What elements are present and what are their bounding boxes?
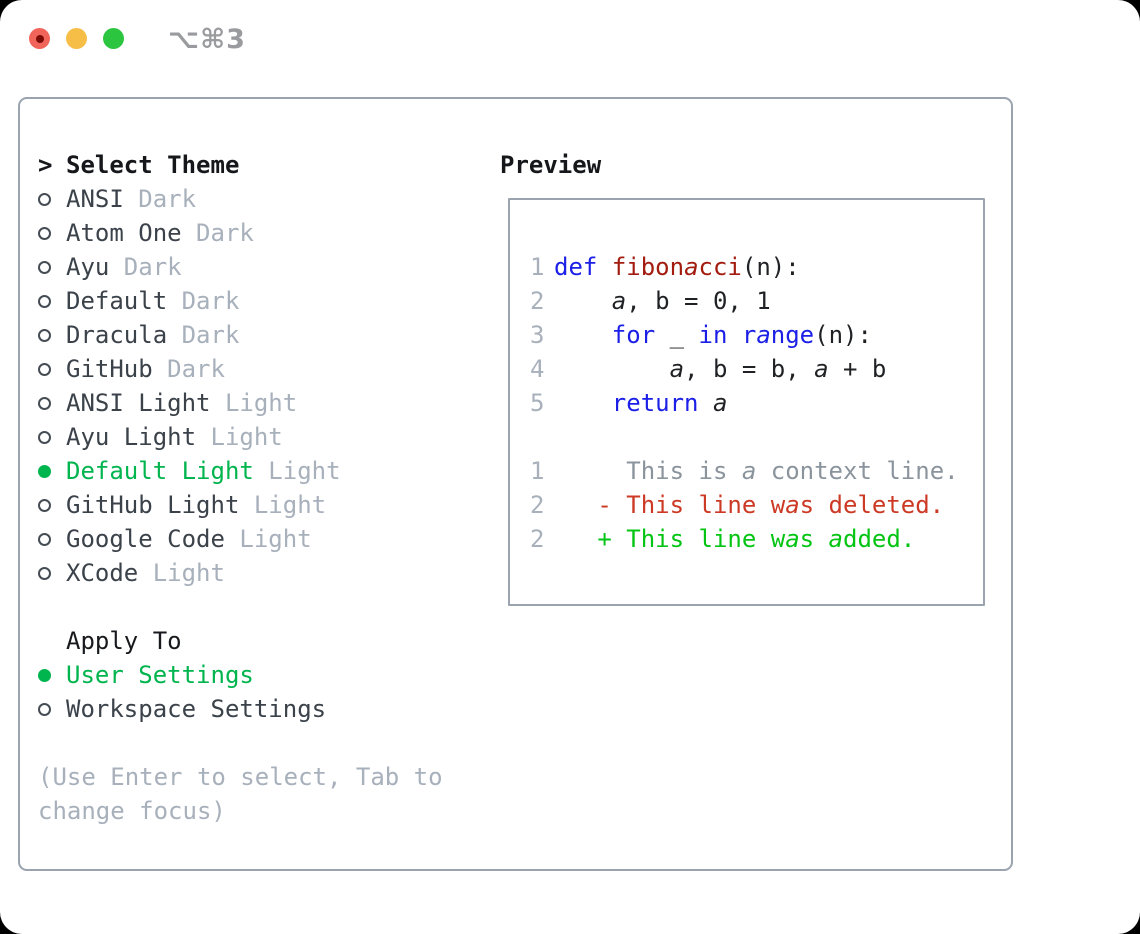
- line-number: 4: [530, 355, 545, 383]
- radio-icon: [38, 566, 51, 580]
- help-text: (Use Enter to select, Tab to change focu…: [38, 763, 443, 825]
- theme-option[interactable]: Default Light Light: [38, 454, 483, 488]
- line-content: return a: [611, 389, 728, 417]
- minimize-button[interactable]: [66, 28, 87, 49]
- line-number: 1: [530, 457, 545, 485]
- radio-icon: [38, 328, 51, 342]
- preview-line: 4 a, b = b, a + b: [530, 352, 983, 386]
- radio-icon: [38, 498, 51, 512]
- theme-option[interactable]: Atom One Dark: [38, 216, 483, 250]
- radio-icon: [38, 396, 51, 410]
- apply-to-title: Apply To: [66, 627, 182, 655]
- option-label: XCode: [66, 559, 139, 587]
- option-label: Atom One: [66, 219, 182, 247]
- variant-label: Dark: [167, 287, 240, 315]
- preview-line: 2 + This line was added.: [530, 522, 983, 556]
- radio-icon: [38, 362, 51, 376]
- theme-option[interactable]: Default Dark: [38, 284, 483, 318]
- radio-icon: [38, 702, 51, 716]
- variant-label: Light: [196, 423, 283, 451]
- line-content: for _ in range(n):: [611, 321, 872, 349]
- apply-option[interactable]: Workspace Settings: [38, 692, 483, 726]
- variant-label: Dark: [109, 253, 182, 281]
- zoom-button[interactable]: [103, 28, 124, 49]
- theme-option[interactable]: XCode Light: [38, 556, 483, 590]
- variant-label: Dark: [152, 355, 225, 383]
- variant-label: Light: [253, 457, 341, 485]
- preview-line: [530, 420, 983, 454]
- option-label: ANSI Light: [66, 389, 211, 417]
- variant-label: Light: [138, 559, 225, 587]
- radio-icon: [38, 260, 51, 274]
- theme-option[interactable]: Ayu Light Light: [38, 420, 483, 454]
- preview-line: 3 for _ in range(n):: [530, 318, 983, 352]
- line-content: a, b = 0, 1: [611, 287, 771, 315]
- theme-option[interactable]: GitHub Light Light: [38, 488, 483, 522]
- line-number: 2: [530, 491, 545, 519]
- line-number: 2: [530, 287, 545, 315]
- option-label: Default: [66, 287, 168, 315]
- radio-icon: [38, 192, 51, 206]
- option-label: ANSI: [66, 185, 124, 213]
- option-label: GitHub Light: [66, 491, 240, 519]
- window-title: ⌥⌘3: [168, 24, 246, 55]
- line-content: a, b = b, a + b: [669, 355, 887, 383]
- preview-line: 1 def fibonacci(n):: [530, 250, 983, 284]
- theme-list-header: > Select Theme: [38, 148, 483, 182]
- preview-line: 5 return a: [530, 386, 983, 420]
- line-number: 1: [530, 253, 545, 281]
- line-content: This is a context line.: [554, 457, 959, 485]
- option-label: Ayu: [66, 253, 110, 281]
- line-content: + This line was added.: [554, 525, 916, 553]
- option-label: Default Light: [66, 457, 254, 485]
- radio-icon: [38, 226, 51, 240]
- option-label: User Settings: [66, 661, 254, 689]
- variant-label: Light: [224, 525, 312, 553]
- theme-option[interactable]: Ayu Dark: [38, 250, 483, 284]
- radio-selected-icon: [38, 668, 51, 682]
- theme-option[interactable]: GitHub Dark: [38, 352, 483, 386]
- theme-option[interactable]: ANSI Light Light: [38, 386, 483, 420]
- theme-list-title: Select Theme: [66, 151, 240, 179]
- radio-icon: [38, 430, 51, 444]
- option-label: Dracula: [66, 321, 168, 349]
- selection-chevron-icon: >: [38, 151, 53, 179]
- radio-icon: [38, 294, 51, 308]
- theme-option[interactable]: Google Code Light: [38, 522, 483, 556]
- theme-option[interactable]: Dracula Dark: [38, 318, 483, 352]
- titlebar: ⌥⌘3: [0, 0, 1140, 76]
- close-button[interactable]: [29, 28, 50, 49]
- variant-label: Dark: [123, 185, 197, 213]
- radio-selected-icon: [38, 464, 51, 478]
- option-label: GitHub: [66, 355, 153, 383]
- preview-title: Preview: [500, 151, 602, 179]
- option-label: Ayu Light: [66, 423, 197, 451]
- option-label: Google Code: [66, 525, 225, 553]
- variant-label: Light: [210, 389, 298, 417]
- line-number: 3: [530, 321, 545, 349]
- apply-to-header: Apply To: [38, 624, 483, 658]
- line-content: - This line was deleted.: [554, 491, 945, 519]
- theme-option[interactable]: ANSI Dark: [38, 182, 483, 216]
- variant-label: Dark: [181, 219, 254, 247]
- option-label: Workspace Settings: [66, 695, 327, 723]
- line-content: def fibonacci(n):: [554, 253, 800, 281]
- preview-line: 1 This is a context line.: [530, 454, 983, 488]
- apply-option[interactable]: User Settings: [38, 658, 483, 692]
- line-number: 2: [530, 525, 545, 553]
- radio-icon: [38, 532, 51, 546]
- line-number: 5: [530, 389, 545, 417]
- variant-label: Dark: [167, 321, 240, 349]
- preview-line: 2 - This line was deleted.: [530, 488, 983, 522]
- preview-line: 2 a, b = 0, 1: [530, 284, 983, 318]
- variant-label: Light: [239, 491, 327, 519]
